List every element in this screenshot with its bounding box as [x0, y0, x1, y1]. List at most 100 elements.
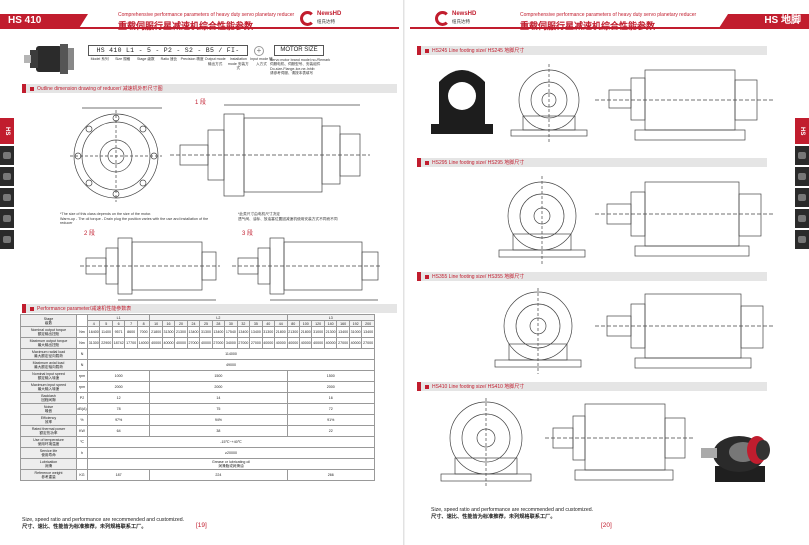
page-tag-right: HS 地脚 — [719, 14, 809, 28]
param-name: Maximum radial load 最大额定径向载荷 — [20, 348, 77, 360]
param-name: Noise 噪音 — [20, 403, 77, 415]
stage-3-drawing — [232, 237, 382, 301]
code-label: Output mode 输出方式 — [204, 57, 226, 66]
table-row: Efficiency 效率%97%94%91% — [20, 414, 375, 426]
side-tab-label: HS — [0, 118, 14, 144]
table-cell: 13400 — [361, 326, 375, 338]
table-cell: 27000 — [336, 337, 350, 349]
table-cell: 72 — [286, 403, 375, 415]
left-page: HS 410 Comprehensive performance paramet… — [0, 0, 404, 545]
section-outline-dimension: Outline dimension drawing of reducer/ 减速… — [22, 84, 397, 93]
table-cell: 18742 — [111, 337, 126, 349]
param-unit: h — [76, 447, 88, 459]
footnote-cn: 尺寸、速比、性能皆为标准推荐，未列规格联系工厂。 — [431, 513, 556, 520]
table-cell: 40000 — [323, 337, 338, 349]
table-cell: 31300 — [199, 326, 213, 338]
table-cell: 40000 — [199, 337, 213, 349]
hs295-front-drawing — [498, 176, 586, 264]
side-thumb-3[interactable] — [0, 188, 14, 207]
table-cell: 16400 — [86, 326, 101, 338]
reducer-thumbnail-icon — [3, 194, 11, 201]
logo-name: NewsHD — [452, 11, 477, 17]
side-thumb-2[interactable] — [795, 167, 809, 186]
section-hs410: HS410 Line footing size/ HS410 地脚尺寸 — [417, 382, 767, 391]
section-hs245: HS245 Line footing size/ HS245 地脚尺寸 — [417, 46, 767, 55]
side-thumb-5[interactable] — [0, 230, 14, 249]
side-tab-right[interactable]: HS — [795, 118, 809, 249]
section-title: HS245 Line footing size/ HS245 地脚尺寸 — [432, 48, 525, 54]
table-cell: 40000 — [174, 337, 188, 349]
table-cell: 17540 — [224, 326, 238, 338]
side-tab-left[interactable]: HS — [0, 118, 14, 249]
table-cell: 7000 — [136, 326, 151, 338]
table-cell: 91% — [286, 414, 375, 426]
table-cell: 21300 — [174, 326, 188, 338]
header-title-right: Comprehensive performance parameters of … — [520, 12, 696, 32]
param-unit: KW — [76, 425, 88, 437]
table-cell: 21300 — [286, 326, 300, 338]
code-label: Installation mode 安装方式 — [227, 57, 249, 70]
table-row: Use of temperature 使用环境温度℃-15℃~+40℃ — [20, 436, 375, 448]
footnote-en: Size, speed ratio and performance are re… — [431, 507, 594, 513]
code-label: Precision 精度 — [180, 57, 204, 61]
table-cell: 40000 — [298, 337, 313, 349]
param-name: Efficiency 效率 — [20, 414, 77, 426]
param-unit: rpm — [76, 381, 88, 393]
param-unit: P2 — [76, 392, 88, 404]
table-cell: 2000 — [286, 381, 375, 393]
section-hs355: HS355 Line footing size/ HS355 地脚尺寸 — [417, 272, 767, 281]
side-thumb-4[interactable] — [0, 209, 14, 228]
table-cell: 13400 — [236, 326, 251, 338]
side-thumb-4[interactable] — [795, 209, 809, 228]
side-thumb-1[interactable] — [0, 146, 14, 165]
param-name: Reference weight 参考重量 — [20, 469, 77, 481]
table-cell: 40000 — [149, 337, 163, 349]
reducer-thumbnail-icon — [798, 152, 806, 159]
motor-note: Servo motor brand model no./Remark 伺服电机、… — [270, 58, 331, 76]
param-unit: rpm — [76, 370, 88, 382]
side-view-drawing — [170, 104, 370, 197]
param-unit: KG — [76, 469, 88, 481]
side-thumb-2[interactable] — [0, 167, 14, 186]
table-cell: 31300 — [161, 326, 176, 338]
param-unit: N — [76, 359, 88, 371]
table-cell: 31300 — [86, 337, 101, 349]
param-name: Maximum output torque 最大输出扭矩 — [20, 337, 77, 349]
stage-header: Stage 级数 — [20, 314, 77, 327]
table-cell: Grease or lubricating oil 润滑脂或润滑油 — [87, 458, 375, 470]
hs295-side-drawing — [595, 181, 775, 257]
param-name: Backlash 回程间隙 — [20, 392, 77, 404]
table-cell: 27000 — [211, 337, 226, 349]
table-cell: ≥20000 — [87, 447, 375, 459]
side-thumb-5[interactable] — [795, 230, 809, 249]
param-name: Service life 使用寿命 — [20, 447, 77, 459]
table-cell: 9571 — [111, 326, 126, 338]
code-labels: Model 系列 Size 规格 Stage 级数 Ratio 速比 Preci… — [88, 57, 273, 71]
table-cell: 31000 — [348, 326, 363, 338]
table-cell: 94% — [149, 414, 288, 426]
stage-2-label: 2 段 — [84, 231, 96, 237]
hs410-side-drawing — [545, 403, 695, 481]
table-cell: 75 — [149, 403, 288, 415]
side-thumb-3[interactable] — [795, 188, 809, 207]
table-cell: 1500 — [286, 370, 375, 382]
param-name: Lubrication 润滑 — [20, 458, 77, 470]
header-rule — [410, 27, 809, 29]
stage-3-label: 3 段 — [242, 231, 254, 237]
reducer-thumbnail-icon — [3, 152, 11, 159]
section-title: Outline dimension drawing of reducer/ 减速… — [37, 86, 163, 92]
reducer-thumbnail-icon — [798, 236, 806, 243]
param-unit: Nm — [76, 326, 88, 338]
side-thumb-1[interactable] — [795, 146, 809, 165]
page-number-right: [20] — [601, 522, 612, 529]
note-cn: *此类尺寸由电机尺寸决定 透气阀、油标、放油塞位置因减速机使用安装方式不同而不同 — [238, 212, 338, 221]
page-tag-left: HS 410 — [0, 14, 88, 28]
param-name: Nominal input speed 额定输入转速 — [20, 370, 77, 382]
page-fold — [403, 0, 406, 545]
